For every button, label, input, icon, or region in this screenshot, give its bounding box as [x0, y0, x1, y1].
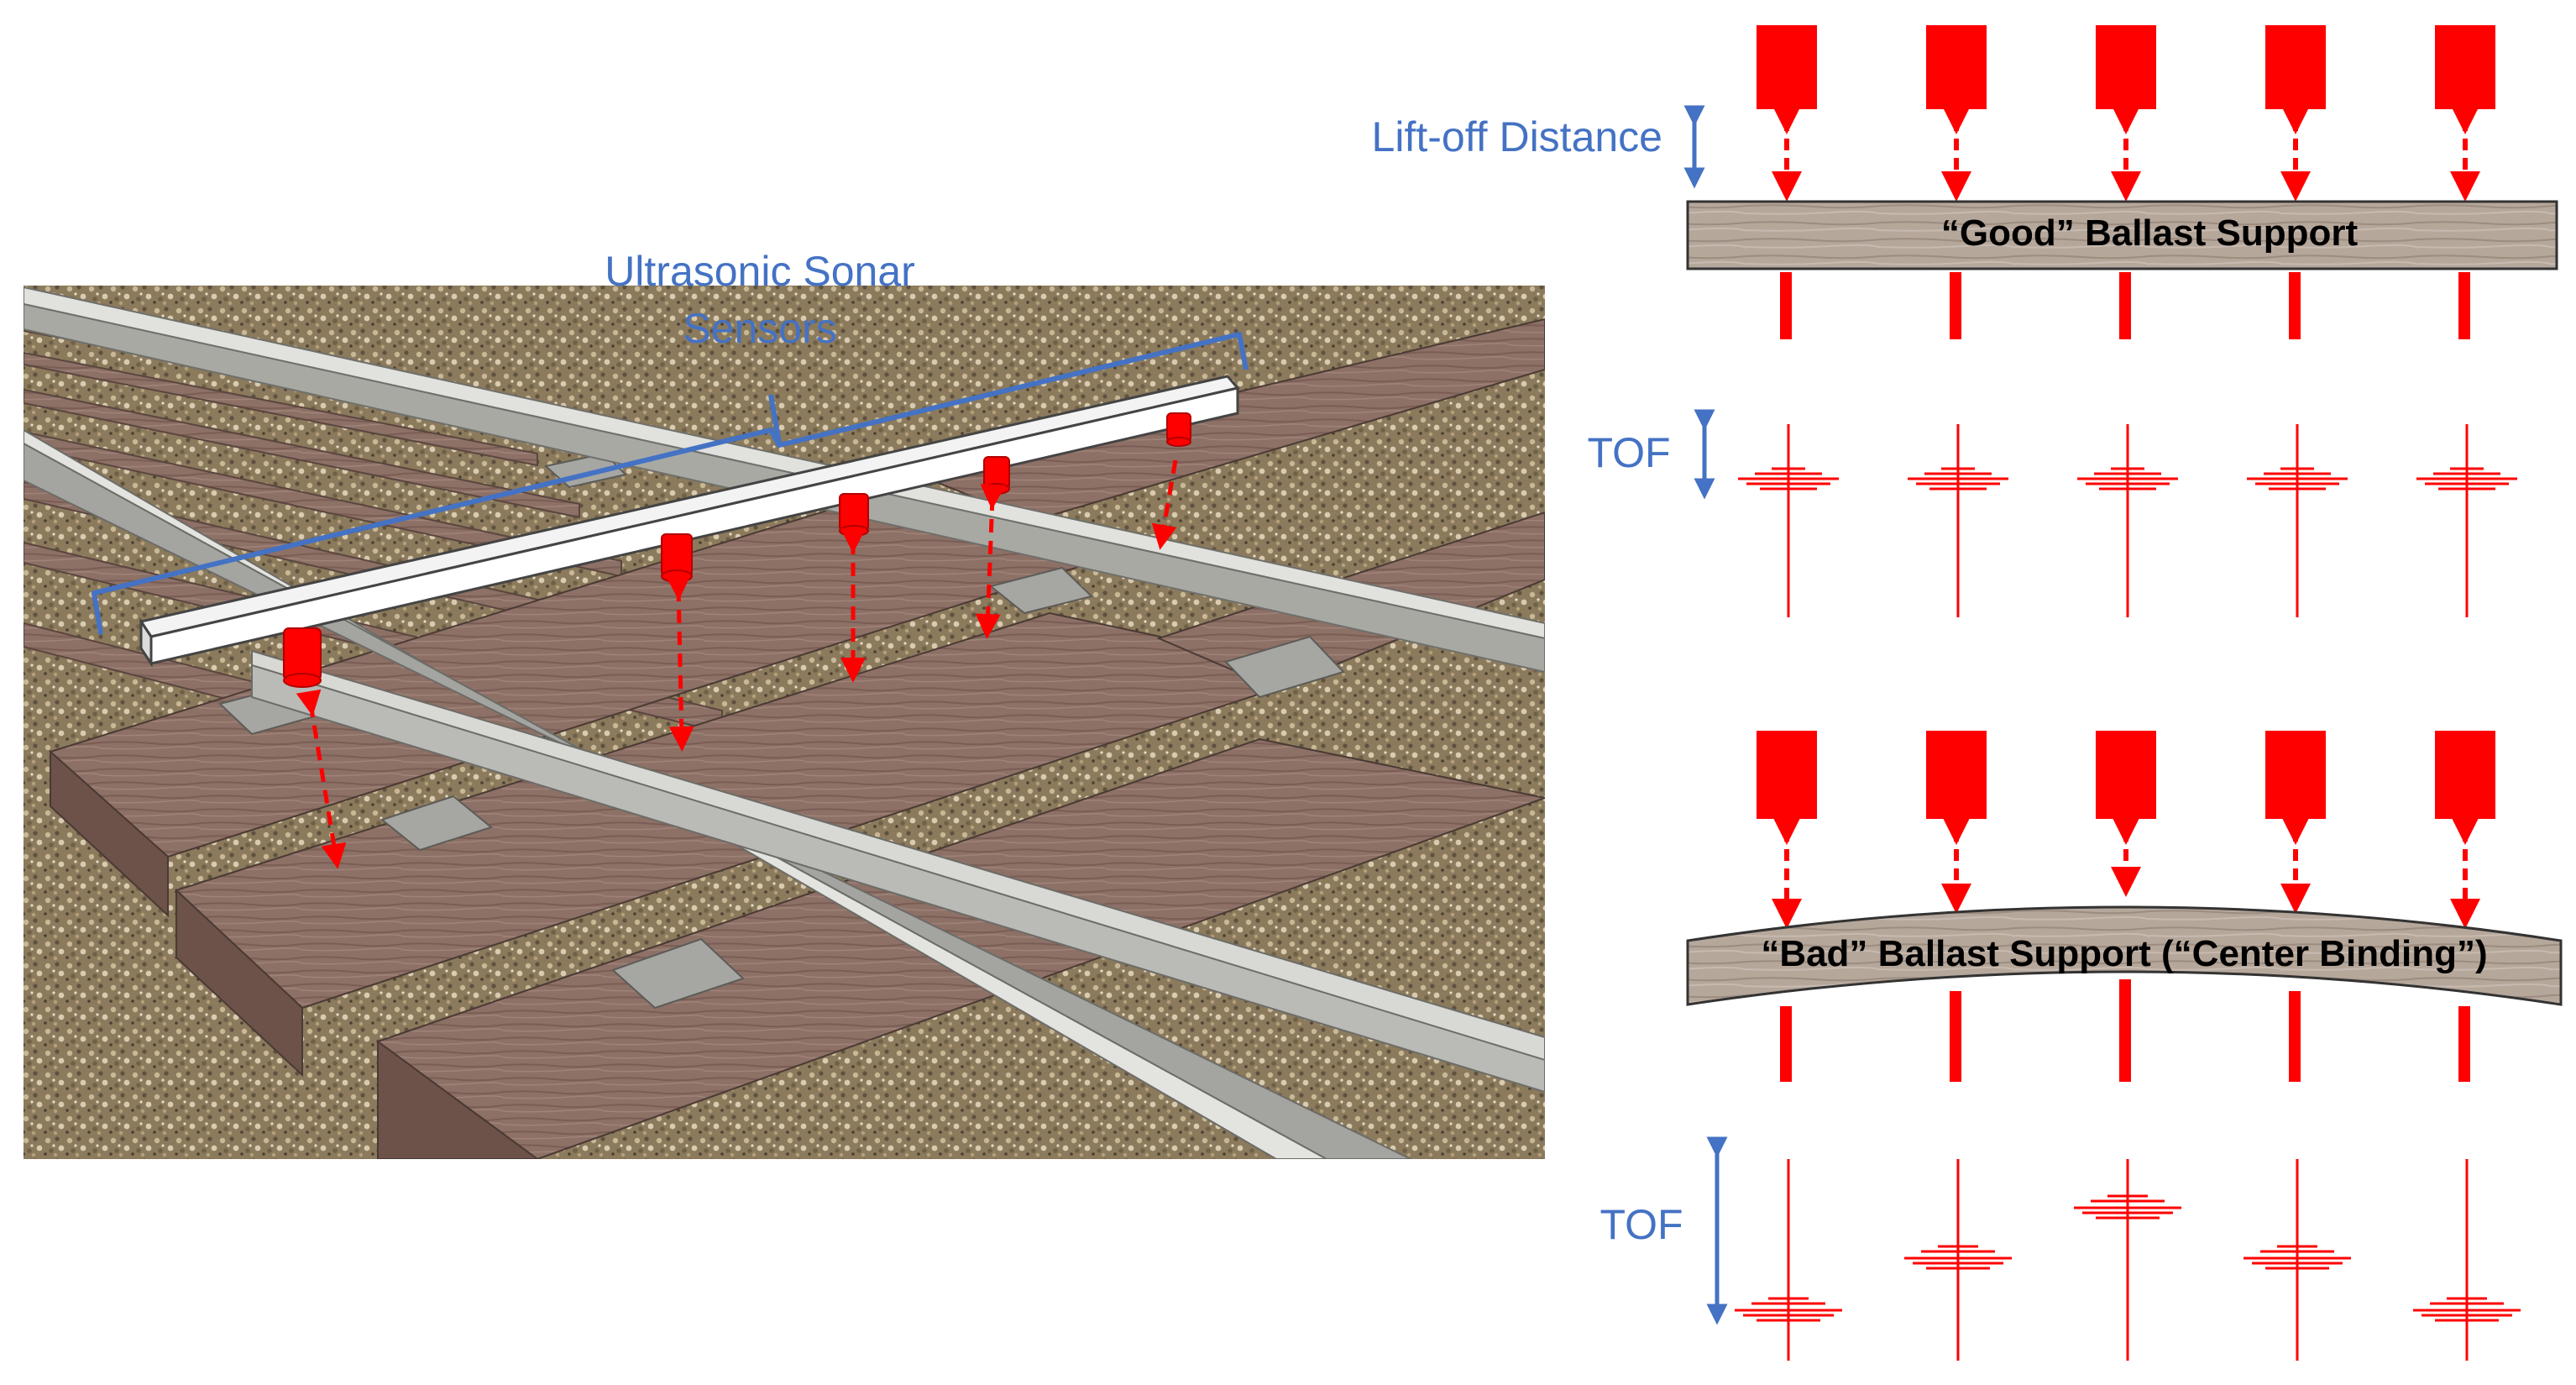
sensor-block-icon	[661, 533, 693, 583]
sensor-label-line2: Sensors	[683, 305, 836, 352]
good-tof-label: TOF	[1587, 429, 1670, 476]
echo-waveform-icon	[1735, 1159, 1842, 1361]
bad-gap-bars	[1780, 979, 2470, 1082]
echo-waveform-icon	[2247, 424, 2348, 617]
echo-waveform-icon	[1738, 424, 1839, 617]
good-echo-waveforms	[1738, 424, 2517, 617]
sensor-block-icon	[2096, 25, 2156, 109]
sensor-group-bracket	[92, 332, 1249, 635]
sensor-block-icon	[1926, 25, 1987, 109]
sensor-block-icon	[283, 627, 322, 688]
sensor-block-icon	[1757, 25, 1817, 109]
echo-waveform-icon	[2074, 1159, 2181, 1361]
good-sensor-blocks	[1757, 25, 2495, 109]
good-tie-beam	[1686, 200, 2558, 270]
sensor-block-icon	[839, 493, 869, 537]
sensor-block-icon	[2435, 731, 2495, 819]
sensor-block-icon	[2096, 731, 2156, 819]
bad-liftoff-arrows	[1772, 815, 2480, 929]
sonar-sensors	[283, 412, 1191, 688]
good-gap-bars	[1780, 272, 2470, 339]
bad-tof-label: TOF	[1600, 1201, 1683, 1248]
good-beam-label: “Good” Ballast Support	[1941, 212, 2359, 254]
sensor-block-icon	[1166, 412, 1191, 447]
sensor-block-icon	[2435, 25, 2495, 109]
echo-waveform-icon	[2077, 424, 2178, 617]
bad-ballast-panel: “Bad” Ballast Support (“Center Binding”)…	[1600, 731, 2563, 1361]
sensor-measurement-arrows	[296, 459, 1178, 869]
echo-waveform-icon	[2244, 1159, 2351, 1361]
track-scene: Ultrasonic Sonar Sensors	[24, 248, 1545, 1159]
good-liftoff-arrows	[1772, 104, 2480, 202]
bad-sensor-blocks	[1757, 731, 2495, 819]
sensor-block-icon	[983, 456, 1010, 495]
echo-waveform-icon	[1904, 1159, 2012, 1361]
near-rail	[24, 428, 1545, 1159]
good-ballast-panel: Lift-off Distance “Good” Ballast Support…	[1372, 25, 2558, 617]
sensor-block-icon	[2265, 731, 2326, 819]
bracket-pointer	[768, 394, 782, 444]
sensor-block-icon	[1757, 731, 1817, 819]
sensor-block-icon	[1926, 731, 1987, 819]
bad-tie-beam	[1686, 905, 2563, 1006]
bad-beam-label: “Bad” Ballast Support (“Center Binding”)	[1761, 933, 2487, 974]
sensor-label-line1: Ultrasonic Sonar	[605, 248, 915, 295]
echo-waveform-icon	[2416, 424, 2517, 617]
echo-waveform-icon	[2413, 1159, 2521, 1361]
bad-echo-waveforms	[1735, 1159, 2521, 1361]
lift-off-distance-label: Lift-off Distance	[1372, 113, 1662, 160]
echo-waveform-icon	[1908, 424, 2008, 617]
sensor-bar	[139, 375, 1240, 668]
sensor-block-icon	[2265, 25, 2326, 109]
